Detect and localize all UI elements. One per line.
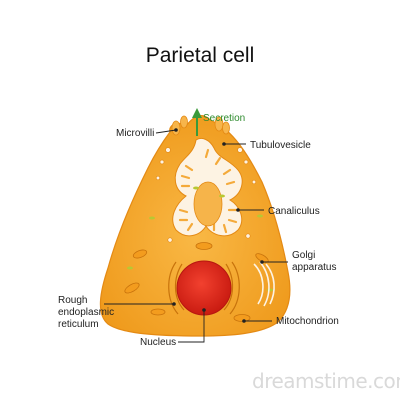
nucleus xyxy=(176,260,232,316)
secretion-arrow xyxy=(192,108,202,136)
rough-er xyxy=(168,261,240,315)
mitochondrion-label: Mitochondrion xyxy=(276,316,339,327)
nucleus-label: Nucleus xyxy=(140,337,176,348)
rer-label-line1: Rough xyxy=(58,295,87,306)
rer-label-line3: reticulum xyxy=(58,319,99,330)
golgi-label-line1: Golgi xyxy=(292,250,315,261)
canaliculus-center xyxy=(193,181,223,227)
tubulovesicles xyxy=(155,147,257,243)
leader-lines xyxy=(104,128,288,343)
secretion-label: Secretion xyxy=(203,113,245,124)
apical-microvilli xyxy=(171,115,230,136)
golgi-apparatus xyxy=(253,261,275,307)
watermark: dreamstime.com xyxy=(252,369,400,393)
green-vesicles xyxy=(127,186,273,292)
page-title: Parietal cell xyxy=(146,44,255,67)
microvilli-label: Microvilli xyxy=(116,128,154,139)
tubulovesicle-label: Tubulovesicle xyxy=(250,140,311,151)
canaliculus-label: Canaliculus xyxy=(268,206,320,217)
mitochondrion-labelled xyxy=(233,314,251,322)
rer-label-line2: endoplasmic xyxy=(58,307,114,318)
golgi-label-line2: apparatus xyxy=(292,262,336,273)
canaliculus-microvilli xyxy=(178,148,238,234)
mitochondria xyxy=(124,242,269,322)
